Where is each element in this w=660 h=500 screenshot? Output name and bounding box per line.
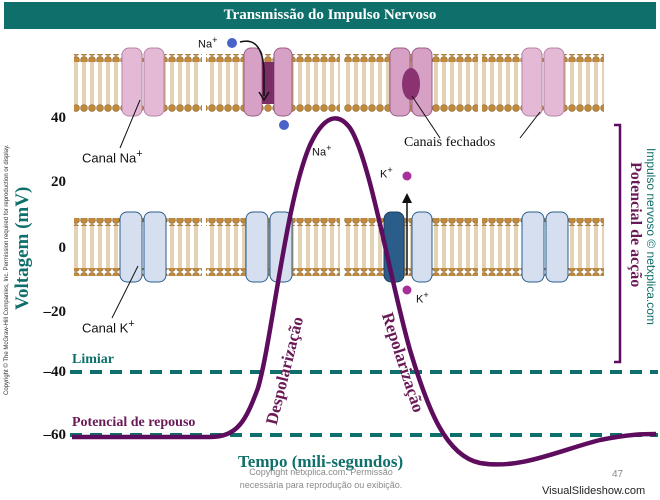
y-tick-40: 40 — [51, 110, 66, 126]
membrane-panel-4 — [482, 54, 604, 112]
x-axis-label: Tempo (mili-segundos) — [238, 452, 404, 471]
closed-channel-pointer-2 — [519, 111, 541, 139]
threshold-label: Limiar — [72, 352, 114, 367]
action-potential-bracket — [614, 123, 622, 364]
k-channel-pointer — [111, 265, 139, 319]
left-copyright: Copyright © The McGraw-Hill Companies, I… — [4, 144, 10, 395]
na-channel-closed-1 — [121, 47, 165, 117]
closed-channel-pointer-1 — [411, 95, 441, 139]
y-tick-minus60: –60 — [43, 427, 67, 443]
na-ion-top-label: Na+ — [198, 35, 218, 51]
resting-label: Potencial de repouso — [72, 415, 196, 430]
k-membrane-row — [74, 211, 604, 283]
na-ion-bottom — [279, 120, 289, 130]
k-ion-bottom — [402, 285, 412, 295]
action-potential-label: Potencial de acção — [627, 162, 644, 288]
watermark: Copyright netxplica.com. Permissão neces… — [239, 467, 403, 490]
k-channel-label: Canal K+ — [82, 318, 135, 336]
site-credit: VisualSlideshow.com — [542, 485, 646, 497]
k-ion-top-label: K+ — [380, 165, 393, 181]
y-tick-minus20: –20 — [43, 304, 67, 320]
title-bar: Transmissão do Impulso Nervoso — [4, 2, 656, 29]
k-ion-bottom-label: K+ — [416, 290, 429, 306]
k-channel-4 — [521, 211, 569, 283]
na-ion-bottom-label: Na+ — [312, 143, 332, 159]
slide-title: Transmissão do Impulso Nervoso — [223, 7, 437, 23]
action-potential-curve — [72, 116, 657, 467]
y-tick-0: 0 — [58, 240, 67, 256]
y-tick-minus40: –40 — [43, 364, 67, 380]
na-channel-inactivated — [389, 47, 433, 117]
side-credit: Impulso nervoso © netxplica.com — [644, 148, 658, 325]
na-flow-arrow — [239, 40, 265, 96]
k-channel-1 — [119, 211, 167, 283]
na-channel-open — [243, 47, 293, 117]
y-tick-20: 20 — [51, 174, 66, 190]
membrane-panel-7 — [344, 218, 478, 276]
na-channel-pointer — [119, 99, 141, 149]
k-ion-top — [402, 171, 412, 181]
closed-channels-label: Canais fechados — [404, 135, 496, 150]
y-axis-label: Voltagem (mV) — [12, 186, 33, 310]
na-ion-top — [227, 38, 237, 48]
na-channel-label: Canal Na+ — [82, 148, 143, 166]
na-channel-closed-2 — [521, 47, 565, 117]
page-number: 47 — [612, 469, 624, 480]
na-membrane-row — [74, 47, 604, 117]
